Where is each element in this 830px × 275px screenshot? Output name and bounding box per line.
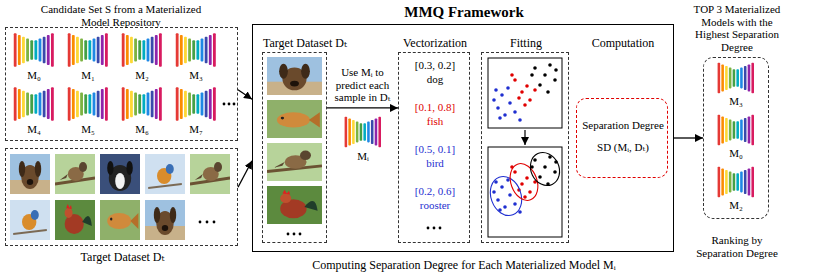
- node-text: rooster: [399, 199, 471, 212]
- ellipsis-dots: [427, 227, 442, 230]
- ellipsis-dots: [199, 221, 216, 224]
- scatter-points: [532, 65, 556, 92]
- model-icon: [176, 33, 216, 66]
- dataset-image: [10, 154, 50, 194]
- dataset-image: [100, 154, 140, 194]
- dataset-image: [100, 200, 140, 240]
- model-label: Mᵢ: [343, 150, 383, 163]
- scatter-points: [494, 88, 520, 120]
- model-label: M₇: [176, 123, 216, 136]
- node-text: [0.1, 0.8]: [399, 101, 471, 114]
- ranking-box: TOP 3 Materialized Models with the Highe…: [703, 57, 769, 219]
- model-icon: [68, 33, 108, 66]
- node-heading: TOP 3 Materialized Models with the Highe…: [687, 3, 787, 54]
- model-label: M₂: [122, 69, 162, 82]
- model-icon: [718, 63, 754, 93]
- dataset-image: [190, 154, 230, 194]
- model-icon: [14, 33, 54, 66]
- model-label: M₅: [68, 123, 108, 136]
- model-icon: [14, 87, 54, 120]
- node-text: [0.3, 0.2]: [399, 59, 471, 72]
- node-heading: Target Dataset Dₜ: [263, 37, 378, 51]
- connector-arrow: [238, 161, 252, 187]
- model-icon: [122, 87, 162, 120]
- node-text: fish: [399, 115, 471, 128]
- scatter-frame: [488, 147, 562, 237]
- model-label: M₀: [716, 147, 756, 160]
- computation-box: ComputationSeparation DegreeSD (Mᵢ, Dₜ): [576, 98, 668, 178]
- node-text: Computing Separation Degree for Each Mat…: [253, 259, 675, 273]
- node-heading: Fitting: [482, 37, 570, 51]
- node-text: Separation Degree: [577, 119, 669, 132]
- dataset-image: [267, 100, 322, 138]
- model-label: M₃: [716, 95, 756, 108]
- node-heading: Candidate Set S from a Materialized Mode…: [36, 3, 206, 28]
- dataset-image: [55, 154, 95, 194]
- dataset-image: [10, 200, 50, 240]
- node-text: Ranking by Separation Degree: [687, 234, 787, 259]
- framework-box: MMQ FrameworkComputing Separation Degree…: [252, 24, 674, 252]
- ellipsis-dots: [223, 103, 236, 106]
- node-heading: Vectorization: [387, 37, 483, 51]
- dataset-image: [145, 154, 185, 194]
- edge-label: Use Mᵢ to predict each sample in Dₜ: [330, 66, 396, 104]
- connector-arrow: [674, 137, 703, 138]
- model-label: M₄: [14, 123, 54, 136]
- ellipsis-dots: [287, 233, 302, 236]
- dataset-image: [145, 200, 185, 240]
- scatter-frame: [488, 58, 562, 128]
- model-icon: [718, 167, 754, 197]
- dataset-box: Target Dataset Dₜ: [262, 52, 327, 243]
- connector-arrow: [238, 90, 252, 100]
- model-label: M₂: [716, 199, 756, 212]
- model-label: M₀: [14, 69, 54, 82]
- node-text: bird: [399, 157, 471, 170]
- dataset-image: [267, 143, 322, 181]
- vector-box: Vectorization[0.3, 0.2]dog[0.1, 0.8]fish…: [398, 52, 470, 243]
- scatter-points: [512, 75, 535, 105]
- connector-arrow: [327, 107, 398, 108]
- node-text: SD (Mᵢ, Dₜ): [577, 141, 669, 154]
- target-dataset-panel: Target Dataset Dₜ: [5, 148, 238, 246]
- model-icon: [176, 87, 216, 120]
- node-text: [0.5, 0.1]: [399, 143, 471, 156]
- step-arrow: [524, 130, 525, 145]
- node-heading: Computation: [577, 37, 669, 51]
- model-label: M₆: [122, 123, 162, 136]
- dataset-image: [267, 186, 322, 224]
- model-icon: [718, 115, 754, 145]
- model-icon: [68, 87, 108, 120]
- model-label: M₁: [68, 69, 108, 82]
- fitting-box: Fitting: [481, 52, 569, 243]
- node-heading: MMQ Framework: [253, 4, 675, 21]
- model-label: M₃: [176, 69, 216, 82]
- model-icon: [122, 33, 162, 66]
- dataset-image: [55, 200, 95, 240]
- node-heading: Target Dataset Dₜ: [6, 251, 239, 265]
- node-text: dog: [399, 73, 471, 86]
- dataset-image: [267, 57, 322, 95]
- scatter-points: [485, 148, 565, 220]
- model-icon: [345, 117, 381, 147]
- node-text: [0.2, 0.6]: [399, 185, 471, 198]
